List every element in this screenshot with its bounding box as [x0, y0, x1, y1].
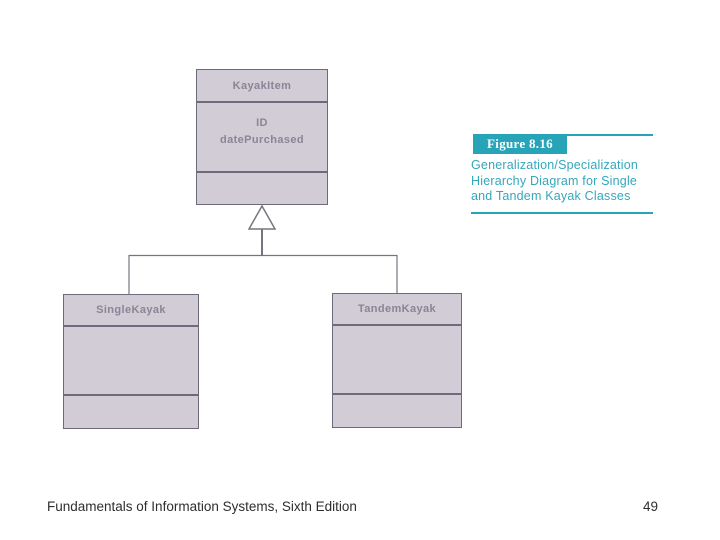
class-name-label: SingleKayak — [64, 295, 198, 327]
connector-branch — [128, 254, 398, 294]
figure-rule-top — [567, 134, 653, 136]
attribute-label: ID — [256, 117, 268, 129]
footer-book-title: Fundamentals of Information Systems, Six… — [47, 499, 357, 514]
figure-number-badge: Figure 8.16 — [473, 134, 567, 154]
figure-caption: Generalization/Specialization Hierarchy … — [471, 158, 666, 205]
footer-page-number: 49 — [642, 499, 658, 514]
figure-rule-bottom — [471, 212, 653, 214]
class-attributes-section: ID datePurchased — [197, 103, 327, 173]
class-name-label: KayakItem — [197, 70, 327, 103]
class-name-label: TandemKayak — [333, 294, 461, 326]
class-box-tandemkayak: TandemKayak — [332, 293, 462, 428]
class-box-kayakitem: KayakItem ID datePurchased — [196, 69, 328, 205]
class-methods-section — [333, 395, 461, 427]
attribute-label: datePurchased — [219, 134, 305, 146]
class-methods-section — [197, 173, 327, 204]
class-attributes-section — [333, 326, 461, 395]
class-methods-section — [64, 396, 198, 428]
class-attributes-section — [64, 327, 198, 396]
figure-caption-line: and Tandem Kayak Classes — [471, 189, 631, 203]
figure-caption-line: Hierarchy Diagram for Single — [471, 173, 638, 188]
generalization-triangle-icon — [247, 204, 277, 230]
class-box-singlekayak: SingleKayak — [63, 294, 199, 429]
figure-caption-line: Generalization/Specialization — [471, 158, 639, 172]
